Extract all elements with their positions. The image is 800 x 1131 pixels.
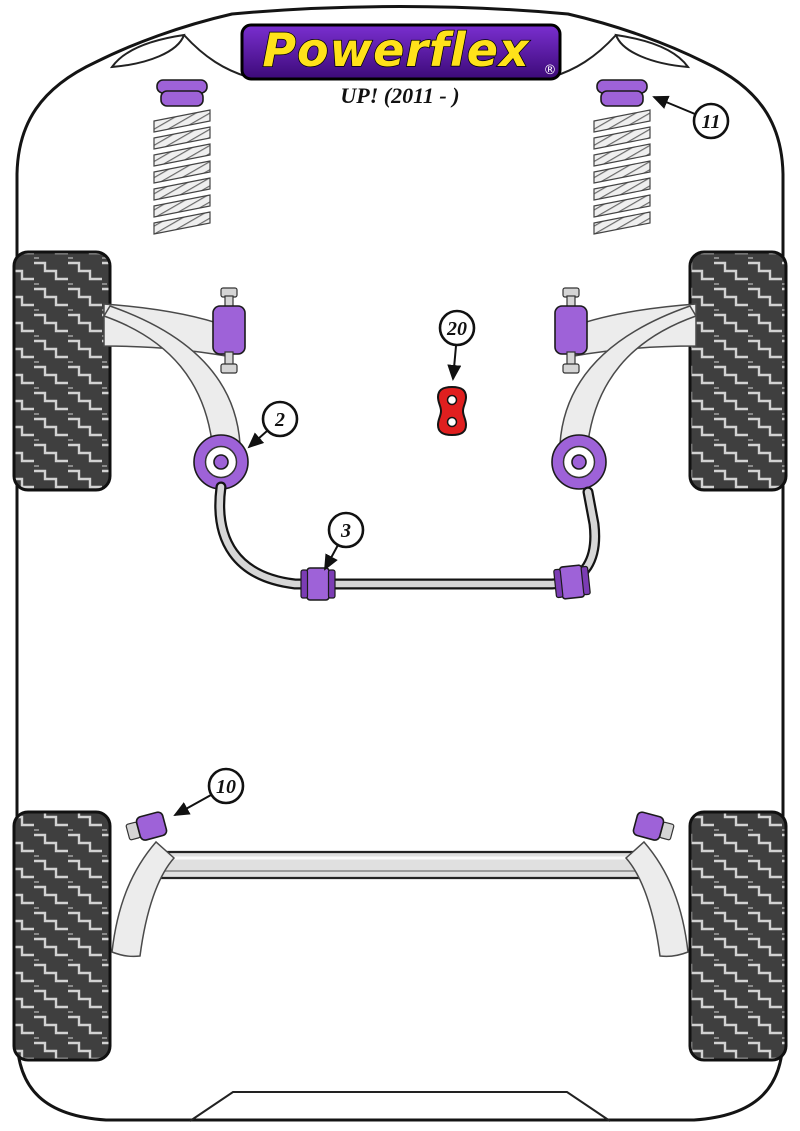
callout-20-arrow bbox=[447, 345, 462, 381]
callout-11: 11 bbox=[652, 95, 730, 140]
mount-insert-part bbox=[436, 385, 468, 437]
callout-20: 20 bbox=[438, 309, 476, 381]
car-body-outline bbox=[15, 5, 785, 1122]
wheel-rear-right bbox=[688, 810, 788, 1062]
callout-11-arrow bbox=[652, 95, 696, 115]
wheel-front-left bbox=[12, 250, 112, 492]
svg-text:2: 2 bbox=[274, 409, 285, 431]
svg-text:10: 10 bbox=[216, 776, 236, 798]
rear-hatch-outline bbox=[189, 1091, 611, 1122]
callout-3: 3 bbox=[324, 511, 365, 571]
callout-10-arrow bbox=[173, 794, 212, 816]
logo-plate bbox=[240, 23, 562, 81]
svg-text:11: 11 bbox=[702, 111, 721, 133]
callout-10: 10 bbox=[173, 767, 245, 816]
wheel-front-right bbox=[688, 250, 788, 492]
arb-bushing-left bbox=[300, 567, 336, 601]
brand-text: Powerflex bbox=[262, 23, 530, 77]
arb-bushing-right bbox=[552, 563, 592, 601]
registered-mark: ® bbox=[544, 63, 557, 78]
anti-roll-bar bbox=[214, 481, 601, 590]
model-label: UP! (2011 - ) bbox=[340, 83, 459, 108]
wheel-rear-left bbox=[12, 810, 112, 1062]
callout-2-arrow bbox=[247, 430, 268, 449]
callout-2: 2 bbox=[247, 400, 299, 449]
rear-beam-axle bbox=[146, 850, 654, 880]
logo: Powerflex ® bbox=[240, 22, 562, 81]
svg-text:20: 20 bbox=[446, 318, 467, 340]
svg-text:3: 3 bbox=[340, 520, 351, 542]
callout-3-arrow bbox=[324, 544, 339, 571]
